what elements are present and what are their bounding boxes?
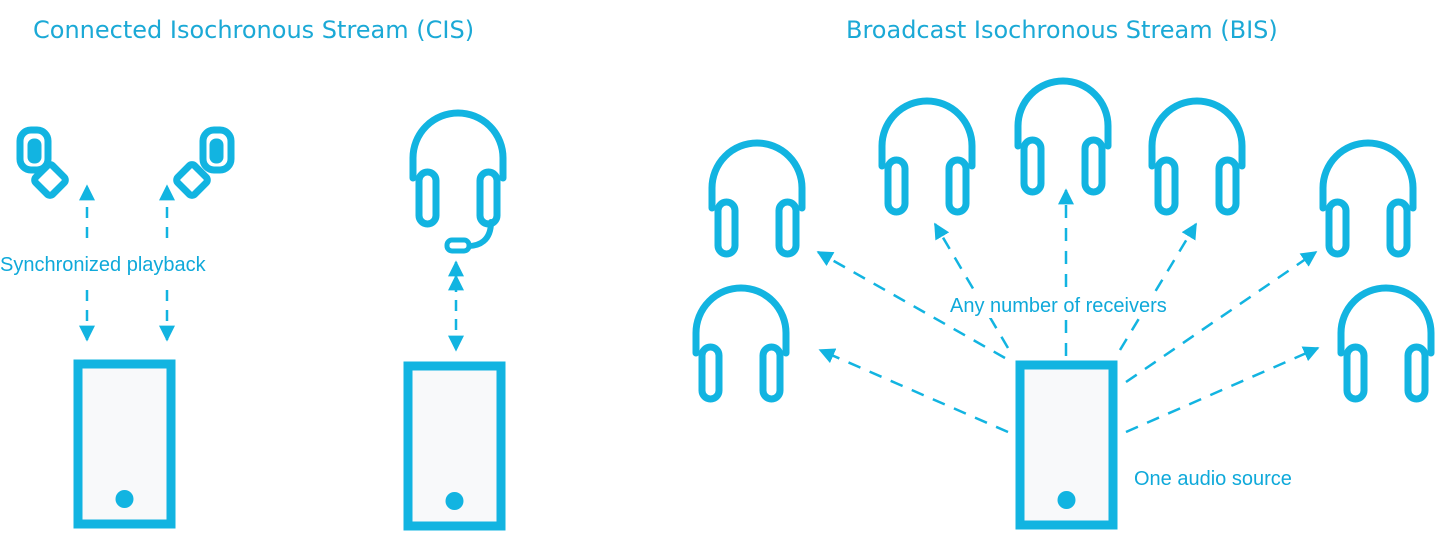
headphones-icon [1341,288,1431,399]
arrow-icon [1125,346,1320,434]
headset-icon [413,113,503,254]
headphones-icon [696,288,786,399]
headphones-icon [712,143,802,254]
any-number-of-receivers-label: Any number of receivers [946,295,1171,318]
arrow-icon [818,348,1009,434]
arrow-icon [1118,222,1198,351]
arrow-icon [816,250,1006,360]
headphones-icon [1323,143,1413,254]
smartphone-icon [78,364,171,524]
earbud-right-icon [173,126,235,199]
smartphone-icon [1020,365,1113,525]
cis-title: Connected Isochronous Stream (CIS) [33,16,475,44]
arrow-icon [933,222,1010,349]
headphones-icon [882,101,972,212]
bis-title: Broadcast Isochronous Stream (BIS) [846,16,1278,44]
synchronized-playback-label: Synchronized playback [0,254,210,277]
one-audio-source-label: One audio source [1134,468,1292,490]
arrow-icon [1125,250,1318,384]
headphones-icon [1152,101,1242,212]
smartphone-icon [408,366,501,526]
earbud-left-icon [16,126,69,199]
headphones-icon [1018,81,1108,192]
